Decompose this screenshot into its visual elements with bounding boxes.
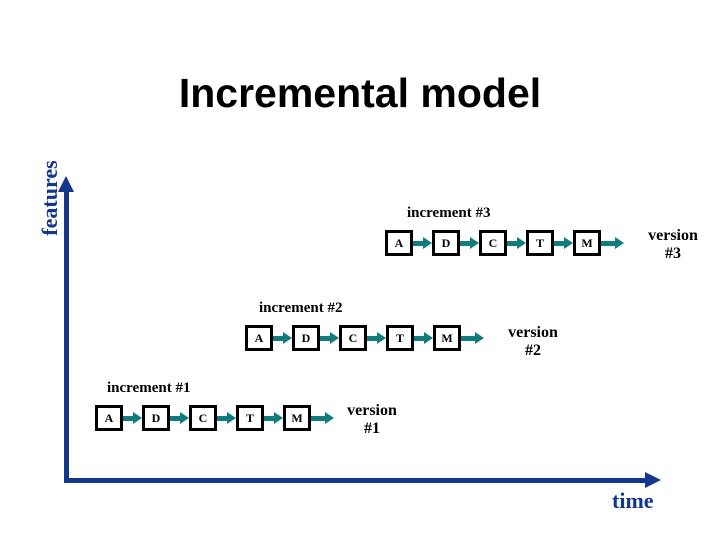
flow-arrow-icon (413, 237, 432, 249)
flow-arrow-icon (414, 332, 433, 344)
phase-box-d[interactable]: D (142, 405, 170, 431)
increment-label-1: increment #1 (107, 380, 191, 396)
phase-box-t[interactable]: T (386, 325, 414, 351)
y-axis-label: features (37, 160, 62, 236)
increment-label-2: increment #2 (259, 300, 343, 316)
phase-box-m[interactable]: M (433, 325, 461, 351)
flow-arrow-icon (507, 237, 526, 249)
phase-box-m[interactable]: M (283, 405, 311, 431)
flow-arrow-icon (460, 237, 479, 249)
flow-arrow-icon (170, 412, 189, 424)
flow-arrow-icon (554, 237, 573, 249)
flow-arrow-output-icon (461, 332, 484, 344)
phase-box-a[interactable]: A (385, 230, 413, 256)
version-number: #1 (364, 420, 380, 438)
flow-arrow-icon (217, 412, 236, 424)
version-word: version (347, 402, 397, 419)
flow-arrow-output-icon (601, 237, 624, 249)
y-axis-arrow-icon (58, 176, 74, 192)
increment-label-3: increment #3 (407, 205, 491, 221)
phase-box-c[interactable]: C (339, 325, 367, 351)
flow-arrow-icon (367, 332, 386, 344)
version-number: #3 (665, 245, 681, 263)
phase-box-a[interactable]: A (95, 405, 123, 431)
flow-arrow-icon (264, 412, 283, 424)
x-axis-arrow-icon (645, 472, 661, 488)
phase-box-c[interactable]: C (189, 405, 217, 431)
version-word: version (648, 227, 698, 244)
page-title: Incremental model (178, 70, 542, 116)
flow-arrow-icon (123, 412, 142, 424)
x-axis-line (64, 478, 647, 483)
phase-track-1: A D C T M (95, 405, 334, 431)
version-word: version (508, 324, 558, 341)
phase-box-c[interactable]: C (479, 230, 507, 256)
version-label-3: version #3 (632, 227, 714, 264)
version-label-1: version #1 (332, 402, 412, 439)
phase-box-a[interactable]: A (245, 325, 273, 351)
flow-arrow-icon (273, 332, 292, 344)
x-axis-label: time (612, 488, 654, 513)
phase-track-2: A D C T M (245, 325, 484, 351)
phase-box-m[interactable]: M (573, 230, 601, 256)
version-label-2: version #2 (493, 324, 573, 361)
phase-box-t[interactable]: T (236, 405, 264, 431)
version-number: #2 (525, 342, 541, 360)
phase-box-d[interactable]: D (292, 325, 320, 351)
y-axis-line (64, 190, 69, 483)
flow-arrow-icon (320, 332, 339, 344)
phase-box-t[interactable]: T (526, 230, 554, 256)
flow-arrow-output-icon (311, 412, 334, 424)
phase-box-d[interactable]: D (432, 230, 460, 256)
phase-track-3: A D C T M (385, 230, 624, 256)
